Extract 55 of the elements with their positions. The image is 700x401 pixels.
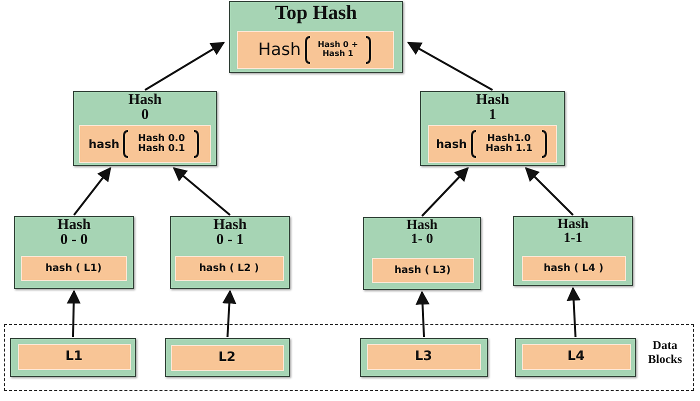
- arrow: [566, 286, 581, 338]
- hash-box: [522, 256, 626, 280]
- hash-label: L4: [567, 349, 585, 364]
- arrow: [524, 167, 574, 216]
- hash-inputs: Hash1.0 Hash 1.1: [480, 134, 537, 154]
- node-title: Hash 1: [474, 93, 510, 123]
- arrow: [172, 167, 231, 216]
- node-title: Hash 1- 0: [405, 219, 439, 247]
- arrow: [144, 42, 225, 91]
- arrow: [416, 290, 430, 338]
- hash-label: hash ( L2 ): [199, 262, 259, 274]
- node-box: [420, 91, 565, 166]
- arrow: [66, 290, 81, 338]
- hash-label: hash: [436, 136, 467, 150]
- hash-label: hash ( L1): [45, 262, 102, 274]
- node-box: [515, 338, 636, 377]
- hash-inputs: Hash 0.0 Hash 0.1: [133, 134, 190, 154]
- arrow: [222, 290, 236, 338]
- node-box: [165, 338, 290, 377]
- hash-box: [366, 344, 480, 370]
- hash-box: [170, 344, 284, 370]
- node-box: [360, 338, 488, 377]
- node-title: Hash 0 - 0: [56, 218, 92, 248]
- hash-box: [78, 124, 210, 162]
- hash-label: L3: [414, 349, 432, 364]
- hash-label: hash ( L3): [394, 264, 451, 276]
- node-title: Top Hash: [274, 3, 358, 23]
- hash-box: [372, 258, 474, 282]
- hash-box: [174, 256, 284, 280]
- node-box: [170, 216, 290, 289]
- hash-label: L1: [65, 349, 83, 364]
- node-box: [73, 91, 217, 166]
- hash-box: [428, 124, 556, 162]
- hash-box: [522, 344, 630, 370]
- hash-box: [18, 344, 130, 370]
- node-title: Hash 1-1: [556, 218, 590, 246]
- hash-inputs: Hash 0 + Hash 1: [314, 41, 361, 58]
- arrow: [73, 166, 112, 216]
- node-box: [14, 216, 134, 289]
- hash-box: [20, 256, 126, 280]
- node-title: Hash 0 - 1: [212, 218, 248, 248]
- hash-label: hash ( L4 ): [544, 262, 604, 274]
- hash-label: Hash: [258, 40, 301, 60]
- arrow: [421, 167, 469, 217]
- hash-label: hash: [88, 136, 120, 150]
- node-box: [229, 1, 403, 73]
- hash-box: [236, 30, 394, 68]
- arrow: [407, 42, 493, 91]
- group-label: Data Blocks: [646, 339, 683, 367]
- data-blocks-group: [4, 324, 694, 391]
- hash-label: L2: [218, 350, 236, 365]
- node-box: [513, 216, 633, 286]
- node-title: Hash 0: [127, 93, 163, 123]
- node-box: [10, 338, 136, 377]
- node-box: [363, 217, 481, 290]
